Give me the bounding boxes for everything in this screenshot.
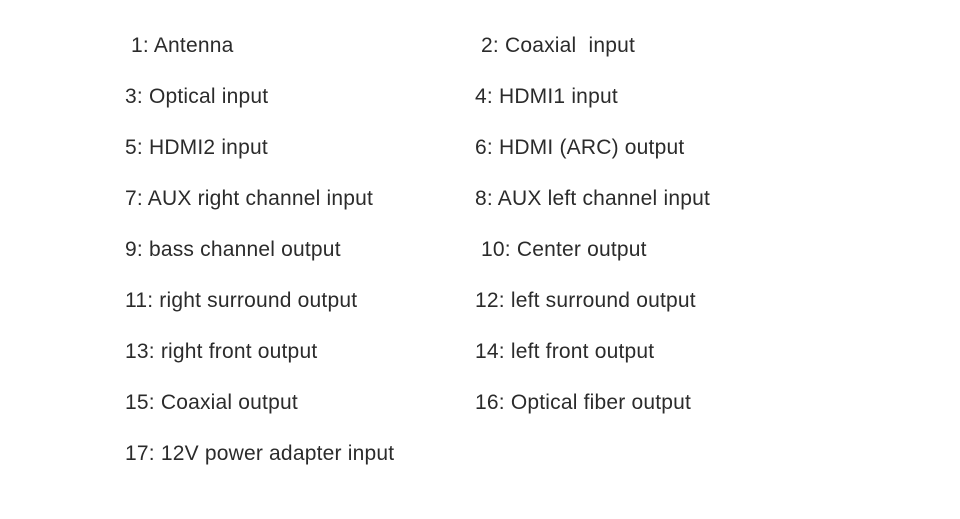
legend-row: 15: Coaxial output 16: Optical fiber out… bbox=[125, 377, 855, 428]
port-label-1: 1: Antenna bbox=[125, 33, 234, 57]
port-label-17: 17: 12V power adapter input bbox=[125, 441, 395, 465]
port-label-16: 16: Optical fiber output bbox=[475, 390, 692, 414]
legend-row: 7: AUX right channel input 8: AUX left c… bbox=[125, 173, 855, 224]
port-label-4: 4: HDMI1 input bbox=[475, 84, 618, 108]
port-label-12: 12: left surround output bbox=[475, 288, 696, 312]
port-label-15: 15: Coaxial output bbox=[125, 390, 298, 414]
legend-row: 11: right surround output 12: left surro… bbox=[125, 275, 855, 326]
port-label-13: 13: right front output bbox=[125, 339, 318, 363]
port-label-6: 6: HDMI (ARC) output bbox=[475, 135, 685, 159]
legend-row: 17: 12V power adapter input bbox=[125, 428, 855, 479]
port-label-5: 5: HDMI2 input bbox=[125, 135, 268, 159]
legend-row: 3: Optical input 4: HDMI1 input bbox=[125, 71, 855, 122]
port-label-2: 2: Coaxial input bbox=[475, 33, 636, 57]
port-label-8: 8: AUX left channel input bbox=[475, 186, 710, 210]
legend-row: 9: bass channel output 10: Center output bbox=[125, 224, 855, 275]
legend-row: 13: right front output 14: left front ou… bbox=[125, 326, 855, 377]
port-label-14: 14: left front output bbox=[475, 339, 655, 363]
legend-row: 1: Antenna 2: Coaxial input bbox=[125, 20, 855, 71]
legend-row: 5: HDMI2 input 6: HDMI (ARC) output bbox=[125, 122, 855, 173]
port-label-3: 3: Optical input bbox=[125, 84, 269, 108]
port-legend: 1: Antenna 2: Coaxial input 3: Optical i… bbox=[125, 20, 855, 479]
port-label-7: 7: AUX right channel input bbox=[125, 186, 374, 210]
port-label-11: 11: right surround output bbox=[125, 288, 358, 312]
port-label-9: 9: bass channel output bbox=[125, 237, 341, 261]
port-label-10: 10: Center output bbox=[475, 237, 647, 261]
